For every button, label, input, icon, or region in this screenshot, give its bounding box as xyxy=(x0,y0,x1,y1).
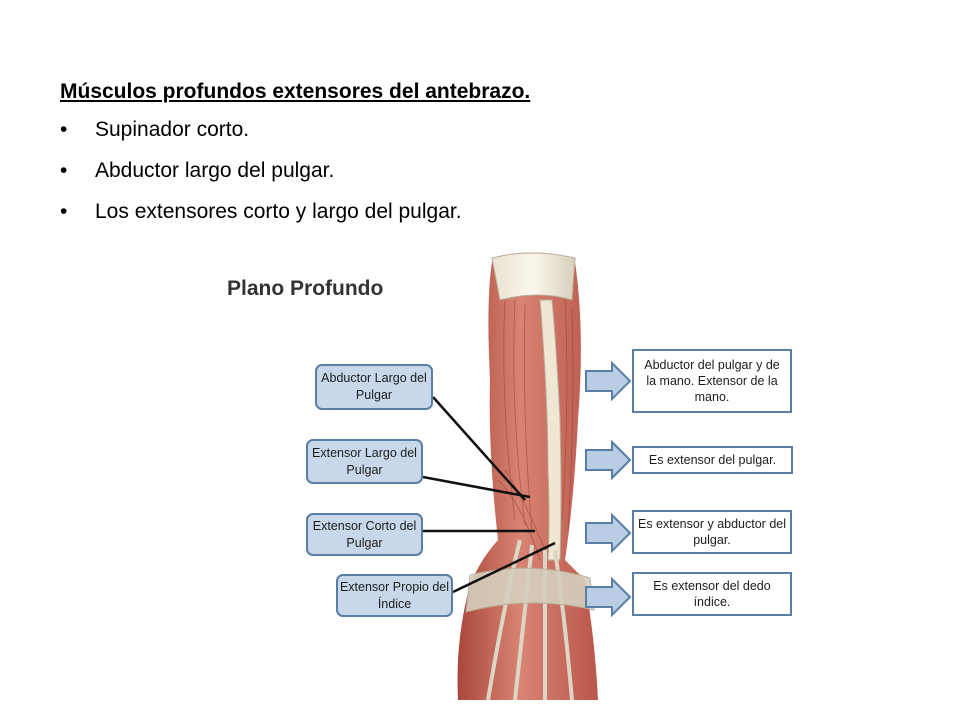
description-extensor-corto: Es extensor y abductor del pulgar. xyxy=(632,510,792,554)
list-item: • Abductor largo del pulgar. xyxy=(60,159,462,200)
bullet-text: Abductor largo del pulgar. xyxy=(95,159,335,182)
bullet-icon: • xyxy=(60,159,68,182)
elbow-bone xyxy=(491,252,576,301)
list-item: • Supinador corto. xyxy=(60,118,462,159)
tendons xyxy=(486,539,574,701)
description-extensor-indice: Es extensor del dedo índice. xyxy=(632,572,792,616)
list-item: • Los extensores corto y largo del pulgar… xyxy=(60,200,462,241)
description-abductor: Abductor del pulgar y de la mano. Extens… xyxy=(632,349,792,413)
arrow-right-icon xyxy=(585,513,632,553)
bullet-text: Supinador corto. xyxy=(95,118,250,141)
arrow-right-icon xyxy=(585,361,632,401)
extensor-retinaculum xyxy=(465,567,595,613)
pointer-lines xyxy=(422,396,556,594)
forearm-muscle-mass xyxy=(457,262,598,700)
label-extensor-propio-indice: Extensor Propio del Índice xyxy=(336,574,453,617)
bullet-icon: • xyxy=(60,118,68,141)
bullet-icon: • xyxy=(60,200,68,223)
description-extensor-largo: Es extensor del pulgar. xyxy=(632,446,793,474)
label-extensor-largo: Extensor Largo del Pulgar xyxy=(306,439,423,484)
label-abductor-largo: Abductor Largo del Pulgar xyxy=(315,364,433,410)
label-extensor-corto: Extensor Corto del Pulgar xyxy=(306,513,423,556)
slide-title: Músculos profundos extensores del antebr… xyxy=(60,80,531,103)
arrow-right-icon xyxy=(585,440,632,480)
arrow-right-icon xyxy=(585,577,632,617)
figure-title: Plano Profundo xyxy=(227,277,384,300)
bullet-text: Los extensores corto y largo del pulgar. xyxy=(95,200,462,223)
bullet-list: • Supinador corto. • Abductor largo del pu… xyxy=(60,118,462,241)
radius-shaft xyxy=(539,299,562,561)
